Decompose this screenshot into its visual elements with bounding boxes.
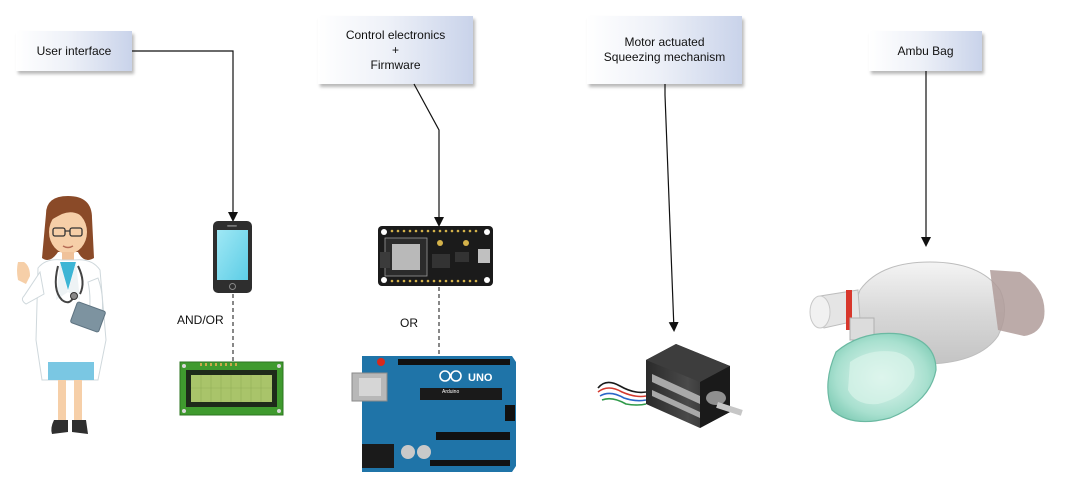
motor-line2: Squeezing mechanism bbox=[603, 50, 726, 64]
arduino-logo bbox=[439, 370, 462, 382]
stepper-motor bbox=[597, 344, 743, 428]
ambu-bag-label: Ambu Bag bbox=[869, 31, 982, 71]
control-electronics-line3: Firmware bbox=[370, 57, 421, 72]
ambu-bag-with-mask bbox=[809, 261, 1045, 423]
or-text: OR bbox=[400, 316, 418, 330]
arduino-uno-logo-text: UNO bbox=[468, 372, 493, 384]
arduino-name-text: Arduino bbox=[442, 389, 459, 395]
and-or-text: AND/OR bbox=[177, 313, 224, 327]
nodemcu-esp8266-board bbox=[378, 226, 493, 286]
user-interface-label: User interface bbox=[16, 31, 132, 71]
control-electronics-line1: Control electronics bbox=[345, 27, 446, 42]
control-electronics-label: Control electronics + Firmware bbox=[318, 16, 473, 84]
smartphone-icon bbox=[213, 221, 252, 293]
control-electronics-line2: + bbox=[391, 42, 399, 57]
motor-line1: Motor actuated bbox=[624, 35, 705, 49]
doctor-illustration bbox=[17, 196, 107, 434]
arduino-uno-board: UNO Arduino bbox=[351, 356, 516, 472]
user-interface-text: User interface bbox=[36, 43, 112, 58]
connector-control-electronics bbox=[413, 83, 444, 227]
lcd-display-module bbox=[179, 361, 284, 416]
connector-motor bbox=[664, 84, 679, 332]
ambu-bag-text: Ambu Bag bbox=[897, 43, 954, 58]
motor-label: Motor actuated Squeezing mechanism bbox=[587, 16, 742, 84]
connector-user-interface bbox=[132, 50, 238, 222]
